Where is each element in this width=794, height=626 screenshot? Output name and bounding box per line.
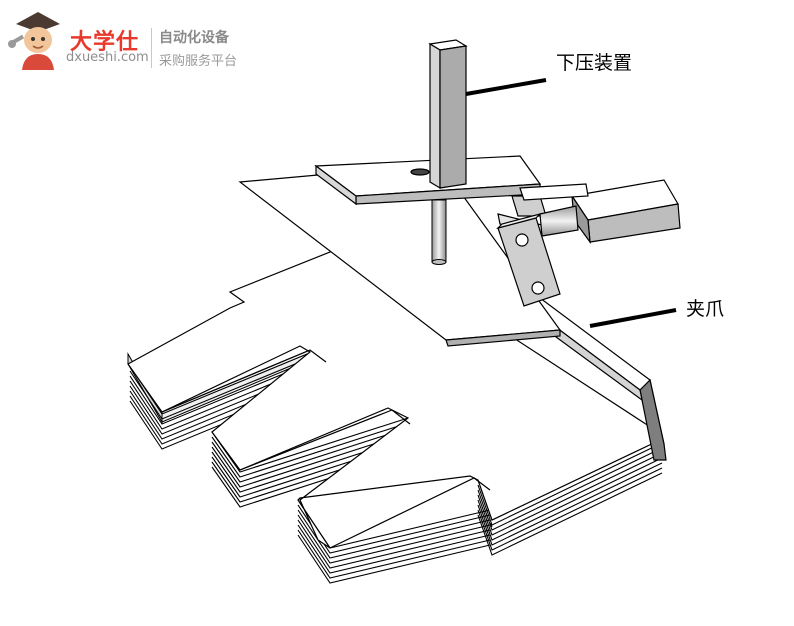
- brand-tagline-2: 采购服务平台: [159, 54, 238, 69]
- brand-tagline-1: 自动化设备: [159, 30, 229, 46]
- leader-press: [465, 78, 547, 96]
- tooth-3-layers: [297, 499, 491, 584]
- callout-gripper: 夹爪: [686, 298, 725, 320]
- link-hole-upper: [515, 233, 529, 247]
- mount-plate: [314, 155, 542, 206]
- link-hole-lower: [531, 281, 545, 295]
- mascot-icon: [8, 12, 60, 70]
- sheet-stack: [127, 243, 663, 584]
- tooth-2-layers: [211, 417, 409, 508]
- leader-gripper: [589, 308, 677, 328]
- brand-name: 大学仕: [70, 30, 140, 55]
- callout-press-device: 下压装置: [556, 52, 633, 74]
- press-rod: [428, 39, 468, 190]
- notch-2: [239, 409, 411, 471]
- stack-top-surface: [127, 243, 661, 549]
- notch-1: [161, 349, 327, 413]
- gripper-assembly: [496, 179, 681, 307]
- watermark-logo: 大学仕 dxueshi.com 自动化设备 采购服务平台: [8, 8, 258, 72]
- brand-url: dxueshi.com: [66, 50, 149, 65]
- guide-shaft: [431, 199, 447, 265]
- logo-divider: [151, 28, 152, 68]
- notch-3: [329, 477, 491, 549]
